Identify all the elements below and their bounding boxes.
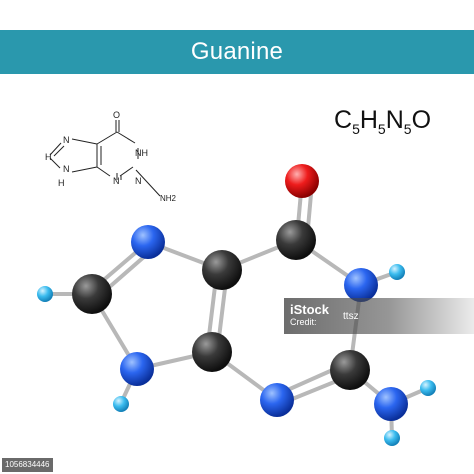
- page-title: Guanine: [190, 38, 284, 65]
- formula-n-count: 5: [403, 121, 412, 137]
- carbon-atom-c8: [72, 274, 112, 314]
- hydrogen-atom-h8: [37, 286, 53, 302]
- formula-c-count: 5: [352, 121, 360, 137]
- skeletal-label-n7: N: [63, 135, 70, 145]
- nitrogen-atom-n1: [344, 268, 378, 302]
- carbon-atom-c4: [192, 332, 232, 372]
- formula-n: N: [385, 106, 404, 134]
- skeletal-label-nh1: NH: [135, 148, 148, 158]
- hydrogen-atom-amine-a: [420, 380, 436, 396]
- skeletal-label-ch: H: [45, 152, 52, 162]
- nitrogen-atom-n9: [120, 352, 154, 386]
- watermark-brand: iStock Credit:: [290, 302, 330, 327]
- molecular-formula: C5H5N5O: [334, 106, 431, 137]
- title-banner: Guanine: [0, 30, 474, 74]
- watermark-credit: ttsz: [343, 310, 359, 322]
- oxygen-atom: [285, 164, 319, 198]
- nitrogen-atom-n3: [260, 383, 294, 417]
- skeletal-label-n9: N: [63, 164, 70, 174]
- hydrogen-atom-h9: [113, 396, 129, 412]
- skeletal-label-h9: H: [58, 178, 65, 188]
- skeletal-label-o: O: [113, 110, 120, 120]
- skeletal-label-nh2: NH2: [160, 194, 177, 203]
- skeletal-formula: [49, 120, 161, 197]
- formula-c: C: [334, 106, 353, 134]
- skeletal-label-n-amine: N: [135, 176, 142, 186]
- formula-h-count: 5: [377, 121, 386, 137]
- hydrogen-atom-amine-b: [384, 430, 400, 446]
- nitrogen-atom-amine: [374, 387, 408, 421]
- skeletal-labels: O N H N H N NH N NH2: [45, 110, 177, 203]
- hydrogen-atom-h1: [389, 264, 405, 280]
- watermark-overlay: iStock Credit: ttsz: [284, 298, 474, 334]
- atoms: [37, 164, 436, 446]
- formula-o: O: [411, 106, 432, 134]
- nitrogen-atom-n7: [131, 225, 165, 259]
- carbon-atom-c6: [276, 220, 316, 260]
- carbon-atom-c5: [202, 250, 242, 290]
- carbon-atom-c2: [330, 350, 370, 390]
- formula-h: H: [359, 106, 378, 134]
- stock-image-id: 1056834446: [2, 458, 53, 472]
- skeletal-label-n3: N: [113, 176, 120, 186]
